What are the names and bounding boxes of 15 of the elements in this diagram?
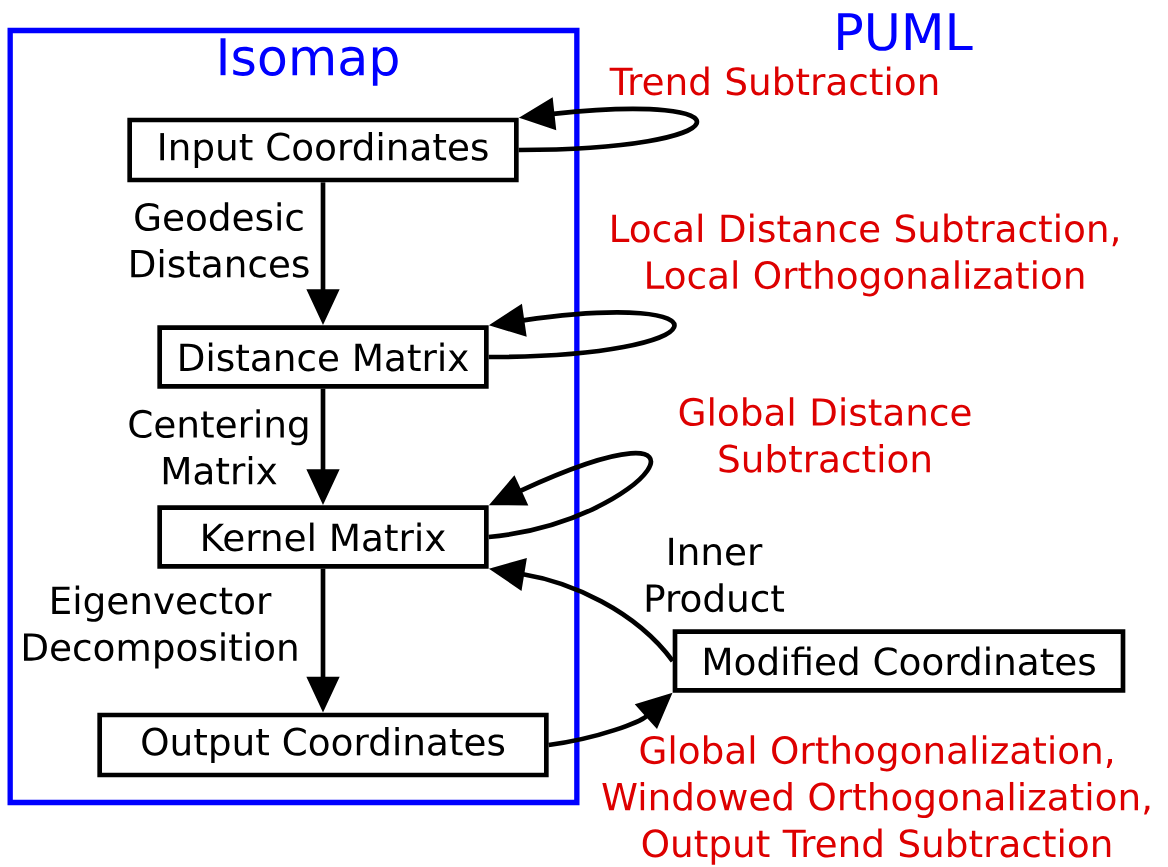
edge-label: Inner Product — [646, 537, 784, 613]
process-box: Kernel Matrix — [157, 505, 489, 569]
process-box: Distance Matrix — [157, 325, 489, 389]
title-label: PUML — [838, 13, 973, 51]
edge-label: Geodesic Distances — [131, 202, 309, 278]
edge-label: Trend Subtraction — [609, 66, 938, 96]
arrow — [488, 451, 653, 540]
process-box: Input Coordinates — [127, 117, 519, 183]
edge-label: Centering Matrix — [129, 409, 308, 485]
process-box: Modified Coordinates — [672, 629, 1126, 693]
edge-label: Local Distance Subtraction, Local Orthogonalization — [612, 213, 1118, 297]
edge-label: Global Orthogonalization, Windowed Orthogonalization, Output Trend Subtraction — [602, 735, 1150, 865]
process-box: Output Coordinates — [97, 712, 549, 778]
edge-label: Eigenvector Decomposition — [24, 585, 297, 669]
edge-label: Global Distance Subtraction — [679, 397, 971, 473]
